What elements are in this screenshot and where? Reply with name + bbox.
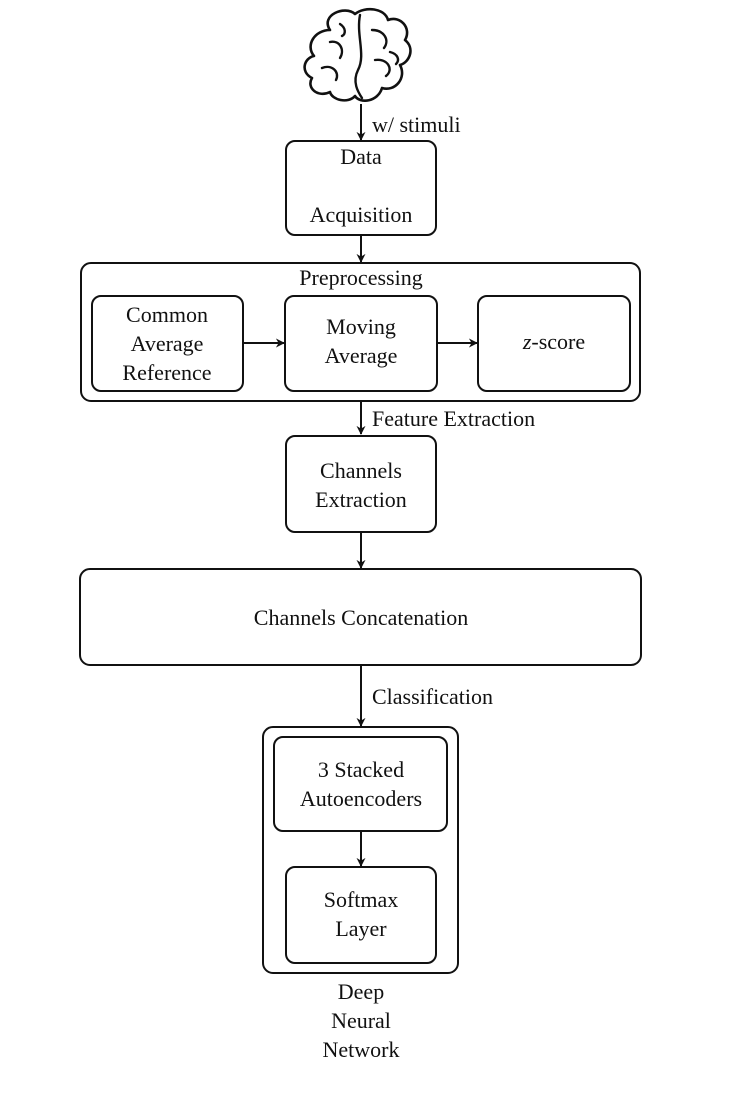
node-channels-extraction-line-2: Extraction	[315, 487, 407, 512]
dnn-caption-line-3: Network	[323, 1037, 400, 1062]
node-common-average-reference: Common Average Reference	[91, 295, 244, 392]
label-stimuli: w/ stimuli	[372, 112, 461, 137]
preprocessing-title: Preprocessing	[299, 265, 422, 290]
node-car-line-2: Average	[131, 331, 204, 356]
node-data-acquisition-line-1: Data	[340, 144, 382, 169]
node-zscore: z-score	[477, 295, 631, 392]
node-car-line-1: Common	[126, 302, 208, 327]
node-moving-average-line-1: Moving	[326, 314, 396, 339]
node-softmax-layer: Softmax Layer	[285, 866, 437, 964]
node-moving-average-line-2: Average	[325, 343, 398, 368]
node-stacked-autoencoders-line-1: 3 Stacked	[318, 757, 404, 782]
dnn-caption-line-1: Deep	[338, 979, 384, 1004]
dnn-caption: Deep Neural Network	[323, 979, 400, 1062]
node-channels-extraction-line-1: Channels	[320, 458, 402, 483]
node-channels-concatenation: Channels Concatenation	[79, 568, 642, 666]
zscore-variable: z	[522, 329, 532, 354]
node-channels-extraction: Channels Extraction	[285, 435, 437, 533]
node-data-acquisition: Data Acquisition	[285, 140, 437, 236]
node-stacked-autoencoders: 3 Stacked Autoencoders	[273, 736, 448, 832]
node-softmax-line-2: Layer	[335, 916, 387, 941]
node-zscore-label: z-score	[522, 329, 585, 354]
node-stacked-autoencoders-line-2: Autoencoders	[300, 786, 422, 811]
label-classification: Classification	[372, 684, 493, 709]
node-data-acquisition-line-2: Acquisition	[310, 202, 413, 227]
node-car-line-3: Reference	[122, 360, 211, 385]
dnn-caption-line-2: Neural	[331, 1008, 391, 1033]
zscore-suffix: -score	[531, 329, 585, 354]
node-channels-concatenation-label: Channels Concatenation	[254, 605, 468, 630]
node-softmax-line-1: Softmax	[324, 887, 399, 912]
label-feature-extraction: Feature Extraction	[372, 406, 535, 431]
brain-icon	[303, 7, 412, 102]
node-moving-average: Moving Average	[284, 295, 438, 392]
